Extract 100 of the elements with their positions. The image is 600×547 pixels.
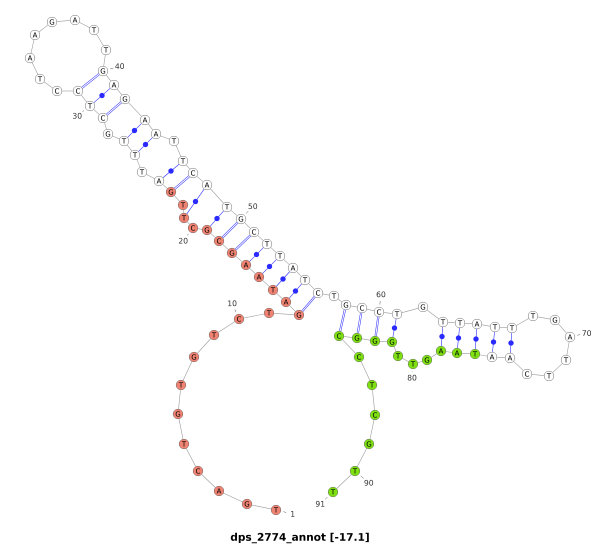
backbone-line xyxy=(426,310,440,320)
backbone-line xyxy=(32,62,38,75)
backbone-line xyxy=(566,342,570,356)
base-pair-line xyxy=(249,247,264,262)
backbone-line xyxy=(44,82,54,88)
backbone-line xyxy=(296,271,302,277)
backbone-line xyxy=(513,361,524,371)
backbone-line xyxy=(380,341,388,342)
backbone-line xyxy=(186,164,190,170)
backbone-line xyxy=(462,352,470,354)
base-pair-line xyxy=(222,222,238,238)
backbone-line xyxy=(30,40,34,54)
base-pair-line xyxy=(302,296,316,312)
backbone-line xyxy=(252,504,272,510)
backbone-line xyxy=(360,361,370,381)
caption: dps_2774_annot [-17.1] xyxy=(230,532,369,544)
backbone-line xyxy=(178,390,181,410)
backbone-line xyxy=(482,324,490,326)
base-pair-line xyxy=(162,164,180,178)
backbone-line xyxy=(79,22,90,28)
backbone-line xyxy=(112,136,120,140)
backbone-line xyxy=(464,323,472,324)
base-pair-line xyxy=(289,284,302,298)
backbone-line xyxy=(38,24,48,32)
backbone-line xyxy=(197,338,211,354)
base-pair-line xyxy=(490,332,496,352)
backbone-line xyxy=(128,102,142,117)
backbone-line xyxy=(56,20,70,22)
backbone-line xyxy=(174,195,180,202)
backbone-line xyxy=(160,136,170,140)
backbone-line xyxy=(62,90,74,92)
backbone-line xyxy=(430,353,438,358)
backbone-line xyxy=(336,474,352,489)
base-pair-line xyxy=(508,332,514,354)
backbone-line xyxy=(257,235,264,241)
base-pair-line xyxy=(210,210,224,226)
base-pair-line xyxy=(392,318,398,338)
backbone-line xyxy=(183,210,184,214)
base-pair-line xyxy=(106,102,122,116)
base-pair-line xyxy=(174,176,190,190)
backbone-line xyxy=(308,283,315,290)
backbone-line xyxy=(480,354,488,356)
backbone-line xyxy=(103,54,106,66)
base-pair-line xyxy=(374,316,380,336)
backbone-line xyxy=(516,318,529,326)
backbone-line xyxy=(210,188,224,204)
base-pair-line xyxy=(439,326,445,346)
backbone-line xyxy=(162,184,168,189)
backbone-line xyxy=(176,145,182,157)
backbone-line xyxy=(366,308,374,312)
backbone-line xyxy=(178,418,184,440)
backbone-line xyxy=(372,390,375,410)
base-pair-line xyxy=(339,310,346,332)
base-pair-line xyxy=(473,328,479,350)
backbone-line xyxy=(223,492,243,502)
backbone-line xyxy=(196,176,204,182)
backbone-line xyxy=(126,144,132,152)
backbone-line xyxy=(249,268,256,274)
backbone-line xyxy=(93,109,100,115)
backbone-line xyxy=(230,210,238,216)
backbone-line xyxy=(236,256,242,262)
backbone-line xyxy=(370,420,374,440)
backbone-line xyxy=(210,233,216,238)
backbone-line xyxy=(148,124,154,130)
backbone-line xyxy=(500,327,508,328)
backbone-line xyxy=(104,122,107,130)
base-pair-line xyxy=(456,328,462,348)
backbone-line xyxy=(244,222,251,229)
backbone-line xyxy=(201,474,216,488)
backbone-line xyxy=(394,346,396,352)
backbone-line xyxy=(218,321,236,333)
base-pair-line xyxy=(186,188,204,214)
backbone-line xyxy=(402,358,409,362)
backbone-line xyxy=(182,361,192,381)
backbone-line xyxy=(116,88,122,96)
backbone-line xyxy=(402,308,418,313)
backbone-line xyxy=(262,280,270,287)
backbone-line xyxy=(187,221,190,225)
backbone-line xyxy=(350,306,358,308)
backbone-line xyxy=(344,336,352,338)
backbone-line xyxy=(538,316,550,320)
backbone-line xyxy=(146,174,155,179)
backbone-line xyxy=(552,363,563,373)
base-pair-line xyxy=(127,123,142,138)
backbone-line xyxy=(274,313,294,315)
base-pair-line xyxy=(138,137,153,152)
base-pair-line xyxy=(81,73,100,89)
base-pair-line xyxy=(234,234,252,250)
backbone-line xyxy=(283,259,290,265)
backbone-line xyxy=(448,322,456,323)
backbone-line xyxy=(80,94,88,102)
backbone-line xyxy=(96,34,104,46)
backbone-line xyxy=(244,314,264,318)
backbone-line xyxy=(342,339,356,354)
backbone-line xyxy=(276,293,283,299)
base-pair-line xyxy=(262,259,277,274)
backbone-line xyxy=(558,324,567,334)
backbone-line xyxy=(106,74,112,82)
backbone-line xyxy=(289,305,296,312)
backbone-line xyxy=(270,247,277,253)
